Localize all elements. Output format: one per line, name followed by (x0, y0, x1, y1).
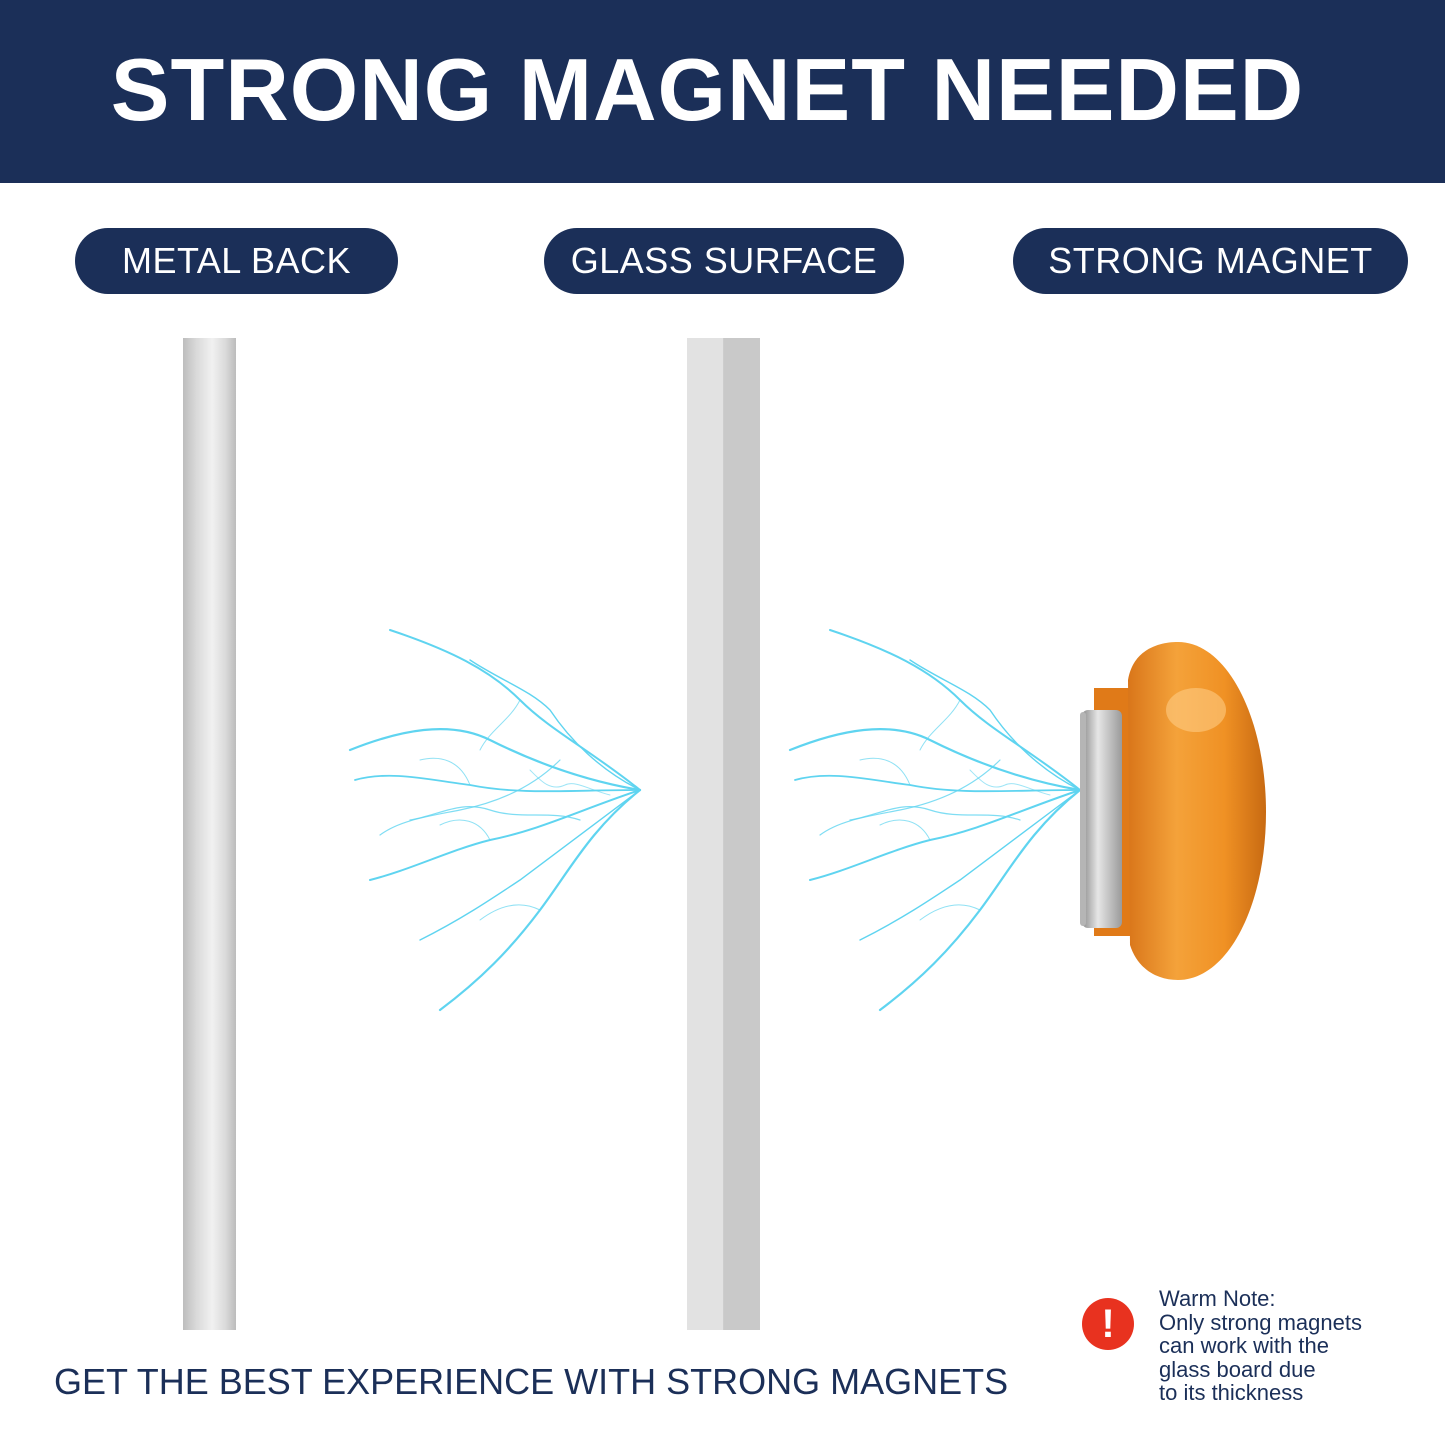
warm-note-line: can work with the (1159, 1333, 1329, 1358)
strong-magnet-label: STRONG MAGNET (1013, 228, 1408, 294)
metal-back-label: METAL BACK (75, 228, 398, 294)
glass-surface-bar (687, 338, 760, 1330)
tagline-text: GET THE BEST EXPERIENCE WITH STRONG MAGN… (54, 1361, 1009, 1402)
exclamation-icon: ! (1082, 1298, 1134, 1350)
lightning-field-icon (788, 629, 1082, 1012)
warm-note-line: Only strong magnets (1159, 1309, 1362, 1335)
warm-note-line: Warm Note: (1159, 1286, 1276, 1311)
warm-note-line: to its thickness (1159, 1380, 1304, 1405)
warm-note-line: glass board due (1159, 1356, 1316, 1382)
metal-back-bar (183, 338, 236, 1330)
page-title: STRONG MAGNET NEEDED (110, 40, 1305, 139)
magnet-icon (1080, 642, 1266, 980)
glass-surface-label: GLASS SURFACE (544, 228, 904, 294)
warm-note: Warm Note: Only strong magnets can work … (1159, 1287, 1362, 1405)
header-banner: STRONG MAGNET NEEDED (0, 0, 1445, 183)
lightning-field-icon (348, 629, 642, 1012)
